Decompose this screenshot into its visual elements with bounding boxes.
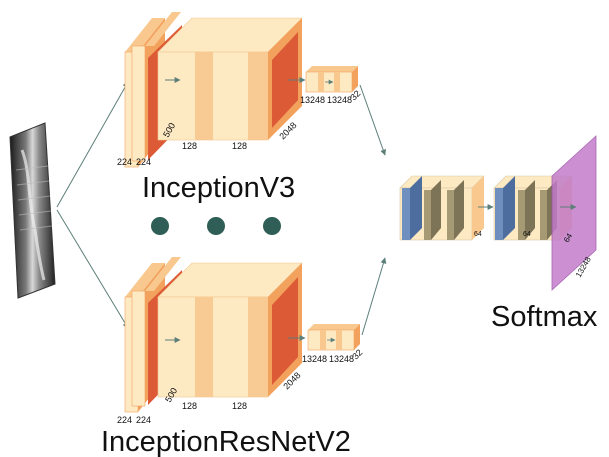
- bottom-input-dim-1: 224: [117, 415, 132, 425]
- arrow-input-to-bottom: [56, 209, 129, 329]
- model-bottom: 224 224 500 128 128 2048 13248 13248 32: [117, 257, 364, 425]
- arrow-top-to-fusion: [359, 84, 387, 156]
- bottom-conv-dim-128a: 128: [182, 401, 197, 411]
- bottom-feature-dim-2: 13248: [329, 354, 354, 364]
- top-conv-dim-128b: 128: [232, 141, 247, 151]
- arrow-bottom-to-fusion: [361, 257, 387, 336]
- bottom-input-dim-2: 224: [136, 415, 151, 425]
- arrow-input-to-top: [56, 81, 129, 208]
- softmax-layer: 64 13248: [551, 135, 597, 291]
- top-input-dim-1: 224: [117, 157, 132, 167]
- xray-image: [9, 122, 56, 299]
- top-feature-dim-1: 13248: [300, 95, 325, 105]
- ellipsis-dots: [151, 217, 281, 235]
- model-top: 224 224 500 128 128 2048 13248 13248 32: [117, 12, 362, 168]
- fusion1-dim: 64: [474, 231, 482, 238]
- softmax-label: Softmax: [491, 301, 598, 333]
- fusion-block-1: 64: [399, 175, 485, 241]
- fusion2-dim: 64: [523, 231, 531, 238]
- model-top-label: InceptionV3: [142, 172, 295, 204]
- bottom-conv-dim-128b: 128: [232, 401, 247, 411]
- top-input-dim-2: 224: [136, 157, 151, 167]
- top-feature-dim-2: 13248: [327, 95, 352, 105]
- model-bottom-label: InceptionResNetV2: [101, 426, 351, 457]
- bottom-feature-dim-1: 13248: [302, 354, 327, 364]
- top-conv-dim-128a: 128: [182, 141, 197, 151]
